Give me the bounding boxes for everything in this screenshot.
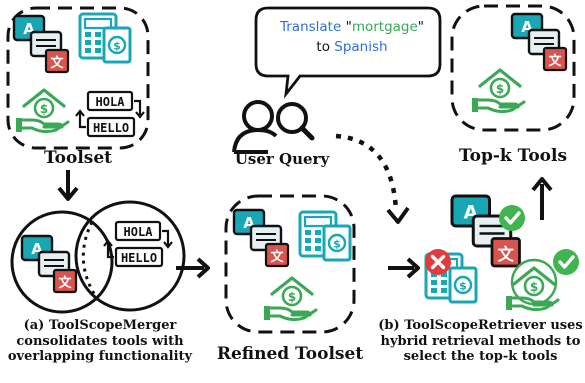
mortgage-house-icon [14,88,70,134]
arrow-right-head [196,257,210,279]
topk-tools-label: Top-k Tools [458,146,568,166]
cross-icon [423,247,453,277]
topk-box [450,4,576,132]
query-dotted-arrow [335,133,399,211]
query-target-language: Spanish [334,38,388,55]
retriever-caption-line-1: (b) ToolScopeRetriever uses [378,318,583,333]
toolset-label: Toolset [43,148,113,168]
hola-hello-icon [74,90,146,138]
retriever-caption-line-2: hybrid retrieval methods to [380,333,581,349]
retriever-caption-line-3: select the top-k tools [403,349,558,365]
query-quote-open: " [345,19,352,35]
retriever-caption: (b) ToolScopeRetriever uses hybrid retri… [376,318,585,365]
check-icon [497,203,527,233]
calculator-icon [298,210,352,262]
merger-circle-right [74,200,186,312]
query-arrow-head [386,206,410,224]
refined-toolset-label: Refined Toolset [216,344,364,364]
user-query-label: User Query [234,150,330,168]
query-word-to: to [316,38,330,55]
refined-toolset-box [224,194,356,334]
query-text: Translate "mortgage" to Spanish [268,18,436,57]
query-word-translate: Translate [279,19,342,35]
query-term: mortgage [351,19,418,35]
query-quote-close: " [417,19,425,35]
translate-icon [20,234,78,294]
hola-hello-icon [102,220,174,268]
merger-caption-line-3: overlapping functionality [7,349,193,365]
merger-caption-line-2: consolidates tools with [16,333,184,349]
query-bubble [254,6,442,99]
merger-circle-left [10,210,114,314]
translate-icon [12,14,70,74]
house-highlight-circle [510,258,558,306]
check-icon [551,247,581,277]
merger-caption: (a) ToolScopeMerger consolidates tools w… [0,318,200,365]
mortgage-house-icon [470,68,526,114]
translate-icon [232,208,290,268]
arrow-right-2-head [406,257,420,279]
calculator-icon [78,12,132,64]
merger-caption-line-1: (a) ToolScopeMerger [23,318,177,333]
arrow-up-head [531,177,553,192]
translate-icon [510,12,568,72]
user-search-icon [232,100,315,154]
toolset-box [6,6,150,150]
overlap-dotted [81,221,100,301]
arrow-down-head [57,186,79,201]
mortgage-house-icon [262,276,318,322]
